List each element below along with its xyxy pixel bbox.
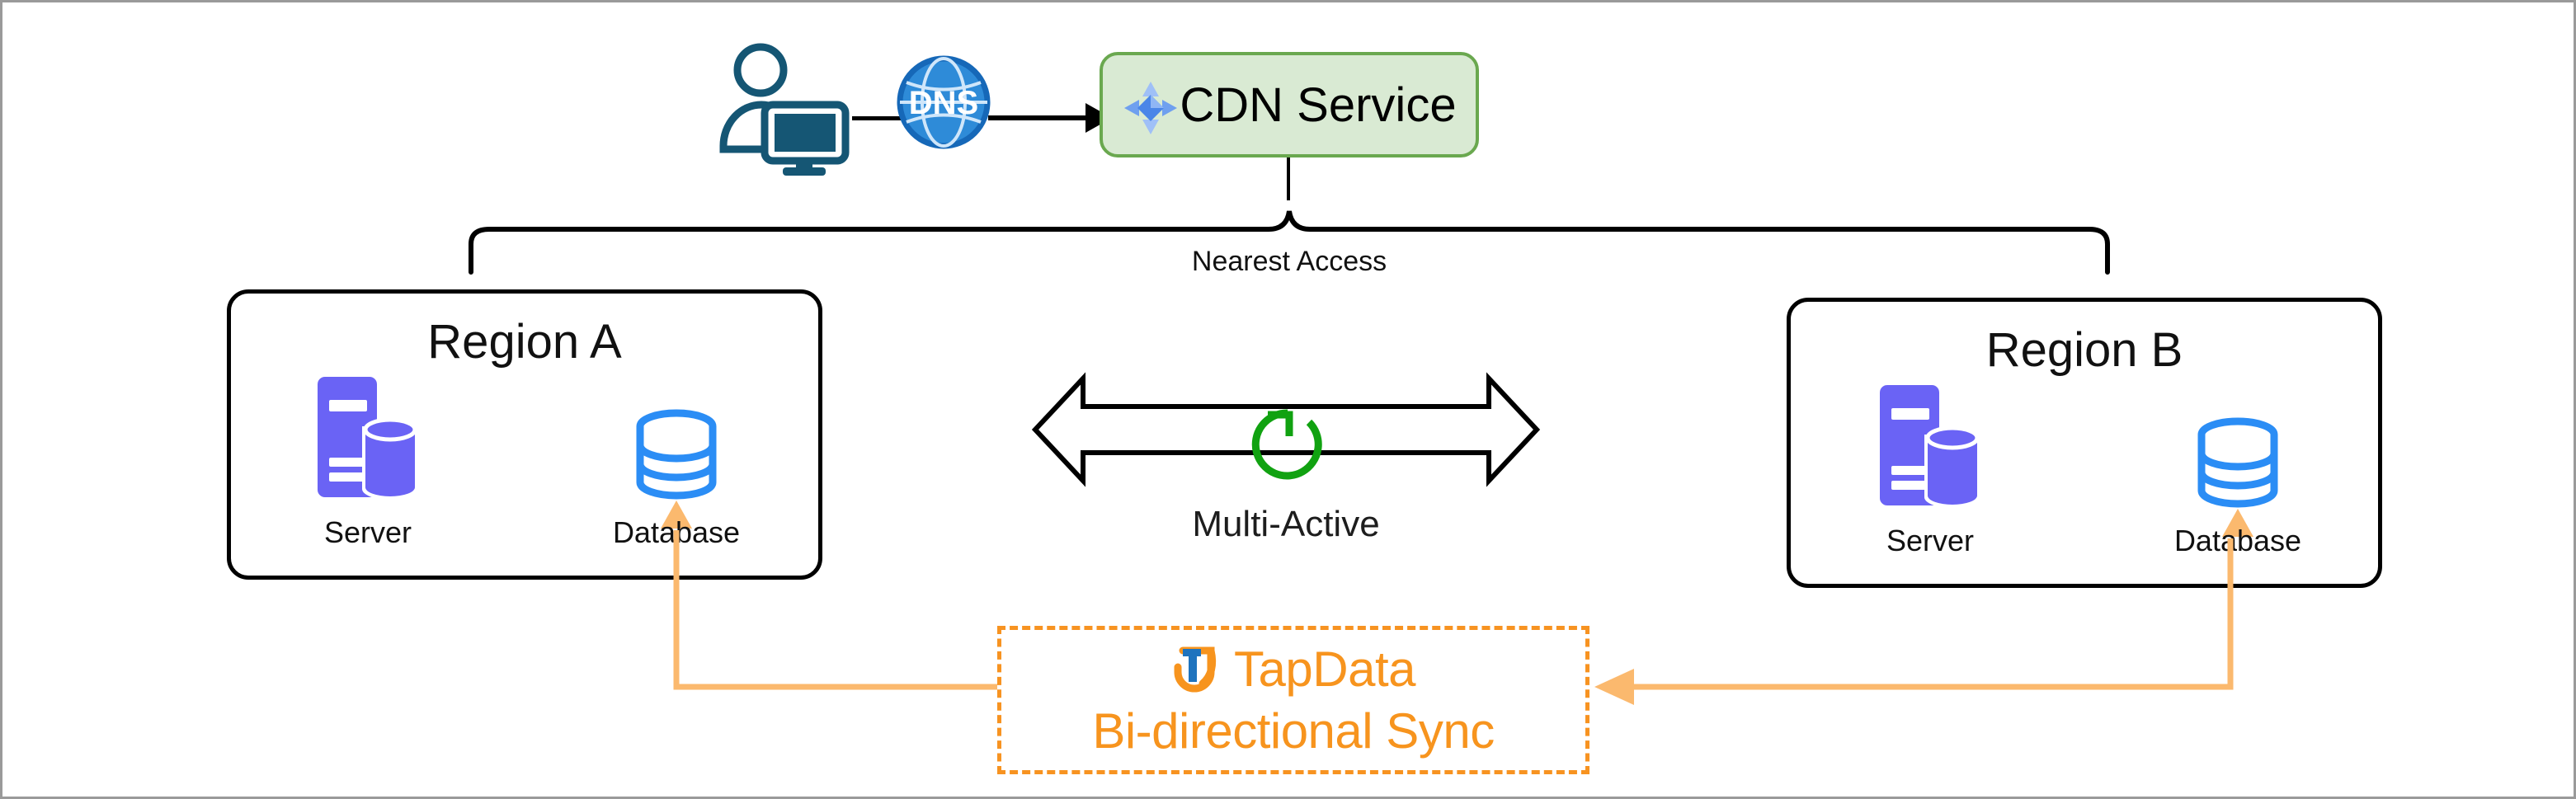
multi-active-label: Multi-Active xyxy=(1192,504,1380,544)
dns-text: DNS xyxy=(909,85,978,121)
region-b-db-inbound-arrowhead xyxy=(2222,509,2253,537)
brace-label: Nearest Access xyxy=(1191,246,1387,277)
region-a-title: Region A xyxy=(427,315,622,369)
region-b-to-tapdata-connector xyxy=(1586,538,2234,720)
region-b-title: Region B xyxy=(1985,323,2183,377)
region-b-server-caption: Server xyxy=(1886,524,1975,557)
region-a-server-icon xyxy=(314,375,421,500)
cdn-service-label: CDN Service xyxy=(1180,78,1457,132)
region-b-server-icon xyxy=(1877,383,1984,508)
cdn-four-arrows-icon xyxy=(1123,80,1179,136)
circular-refresh-icon xyxy=(1250,407,1326,482)
tapdata-brand-row: TapData xyxy=(1171,641,1415,698)
dns-to-cdn-arrow xyxy=(988,95,1112,141)
tapdata-subtitle-label: Bi-directional Sync xyxy=(1092,703,1495,759)
cdn-service-box[interactable]: CDN Service xyxy=(1100,52,1479,157)
user-with-monitor-icon xyxy=(713,37,862,177)
region-b-database-icon xyxy=(2192,416,2283,515)
dns-globe-icon: DNS xyxy=(895,54,992,151)
cdn-to-brace-stem xyxy=(1287,157,1290,200)
region-a-server-caption: Server xyxy=(323,515,412,549)
tapdata-bidirectional-sync-box[interactable]: TapData Bi-directional Sync xyxy=(997,626,1589,774)
tapdata-logo-icon xyxy=(1171,644,1222,695)
user-to-dns-line xyxy=(852,116,902,120)
tapdata-brand-label: TapData xyxy=(1234,642,1415,697)
curly-brace-icon xyxy=(464,196,2114,275)
region-a-database-icon xyxy=(631,408,722,507)
region-b-database-caption: Database xyxy=(2173,524,2302,557)
region-a-db-inbound-arrowhead xyxy=(661,501,692,529)
